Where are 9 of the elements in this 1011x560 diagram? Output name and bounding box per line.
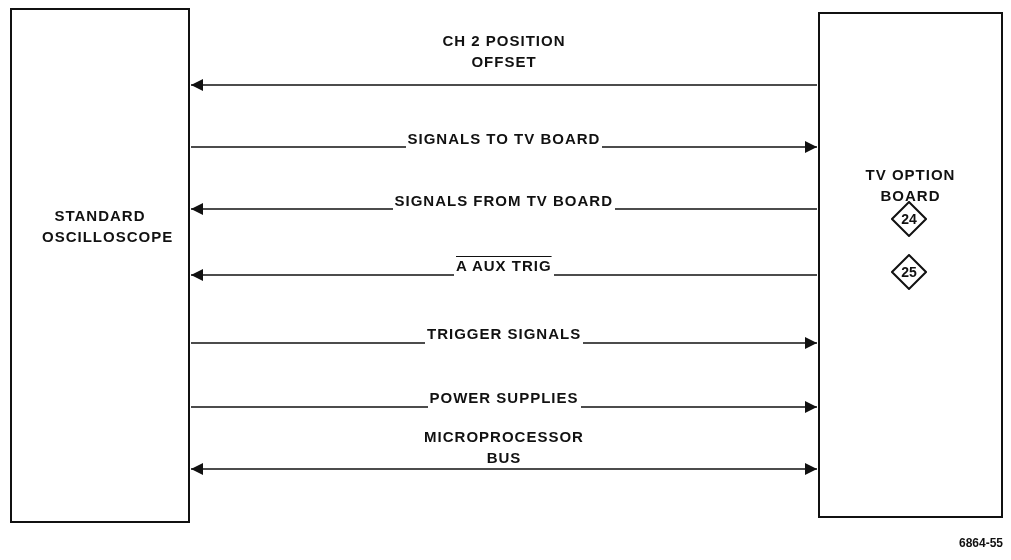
block-label: STANDARD OSCILLOSCOPE (41, 206, 175, 247)
arrow (190, 463, 818, 475)
reference-diamond: 25 (891, 254, 927, 290)
edge-label: A AUX TRIG (454, 255, 554, 276)
arrow (190, 79, 818, 91)
figure-number: 6864-55 (958, 536, 1003, 550)
block-box (818, 12, 1003, 518)
reference-diamond: 24 (891, 201, 927, 237)
block-box (10, 8, 190, 523)
